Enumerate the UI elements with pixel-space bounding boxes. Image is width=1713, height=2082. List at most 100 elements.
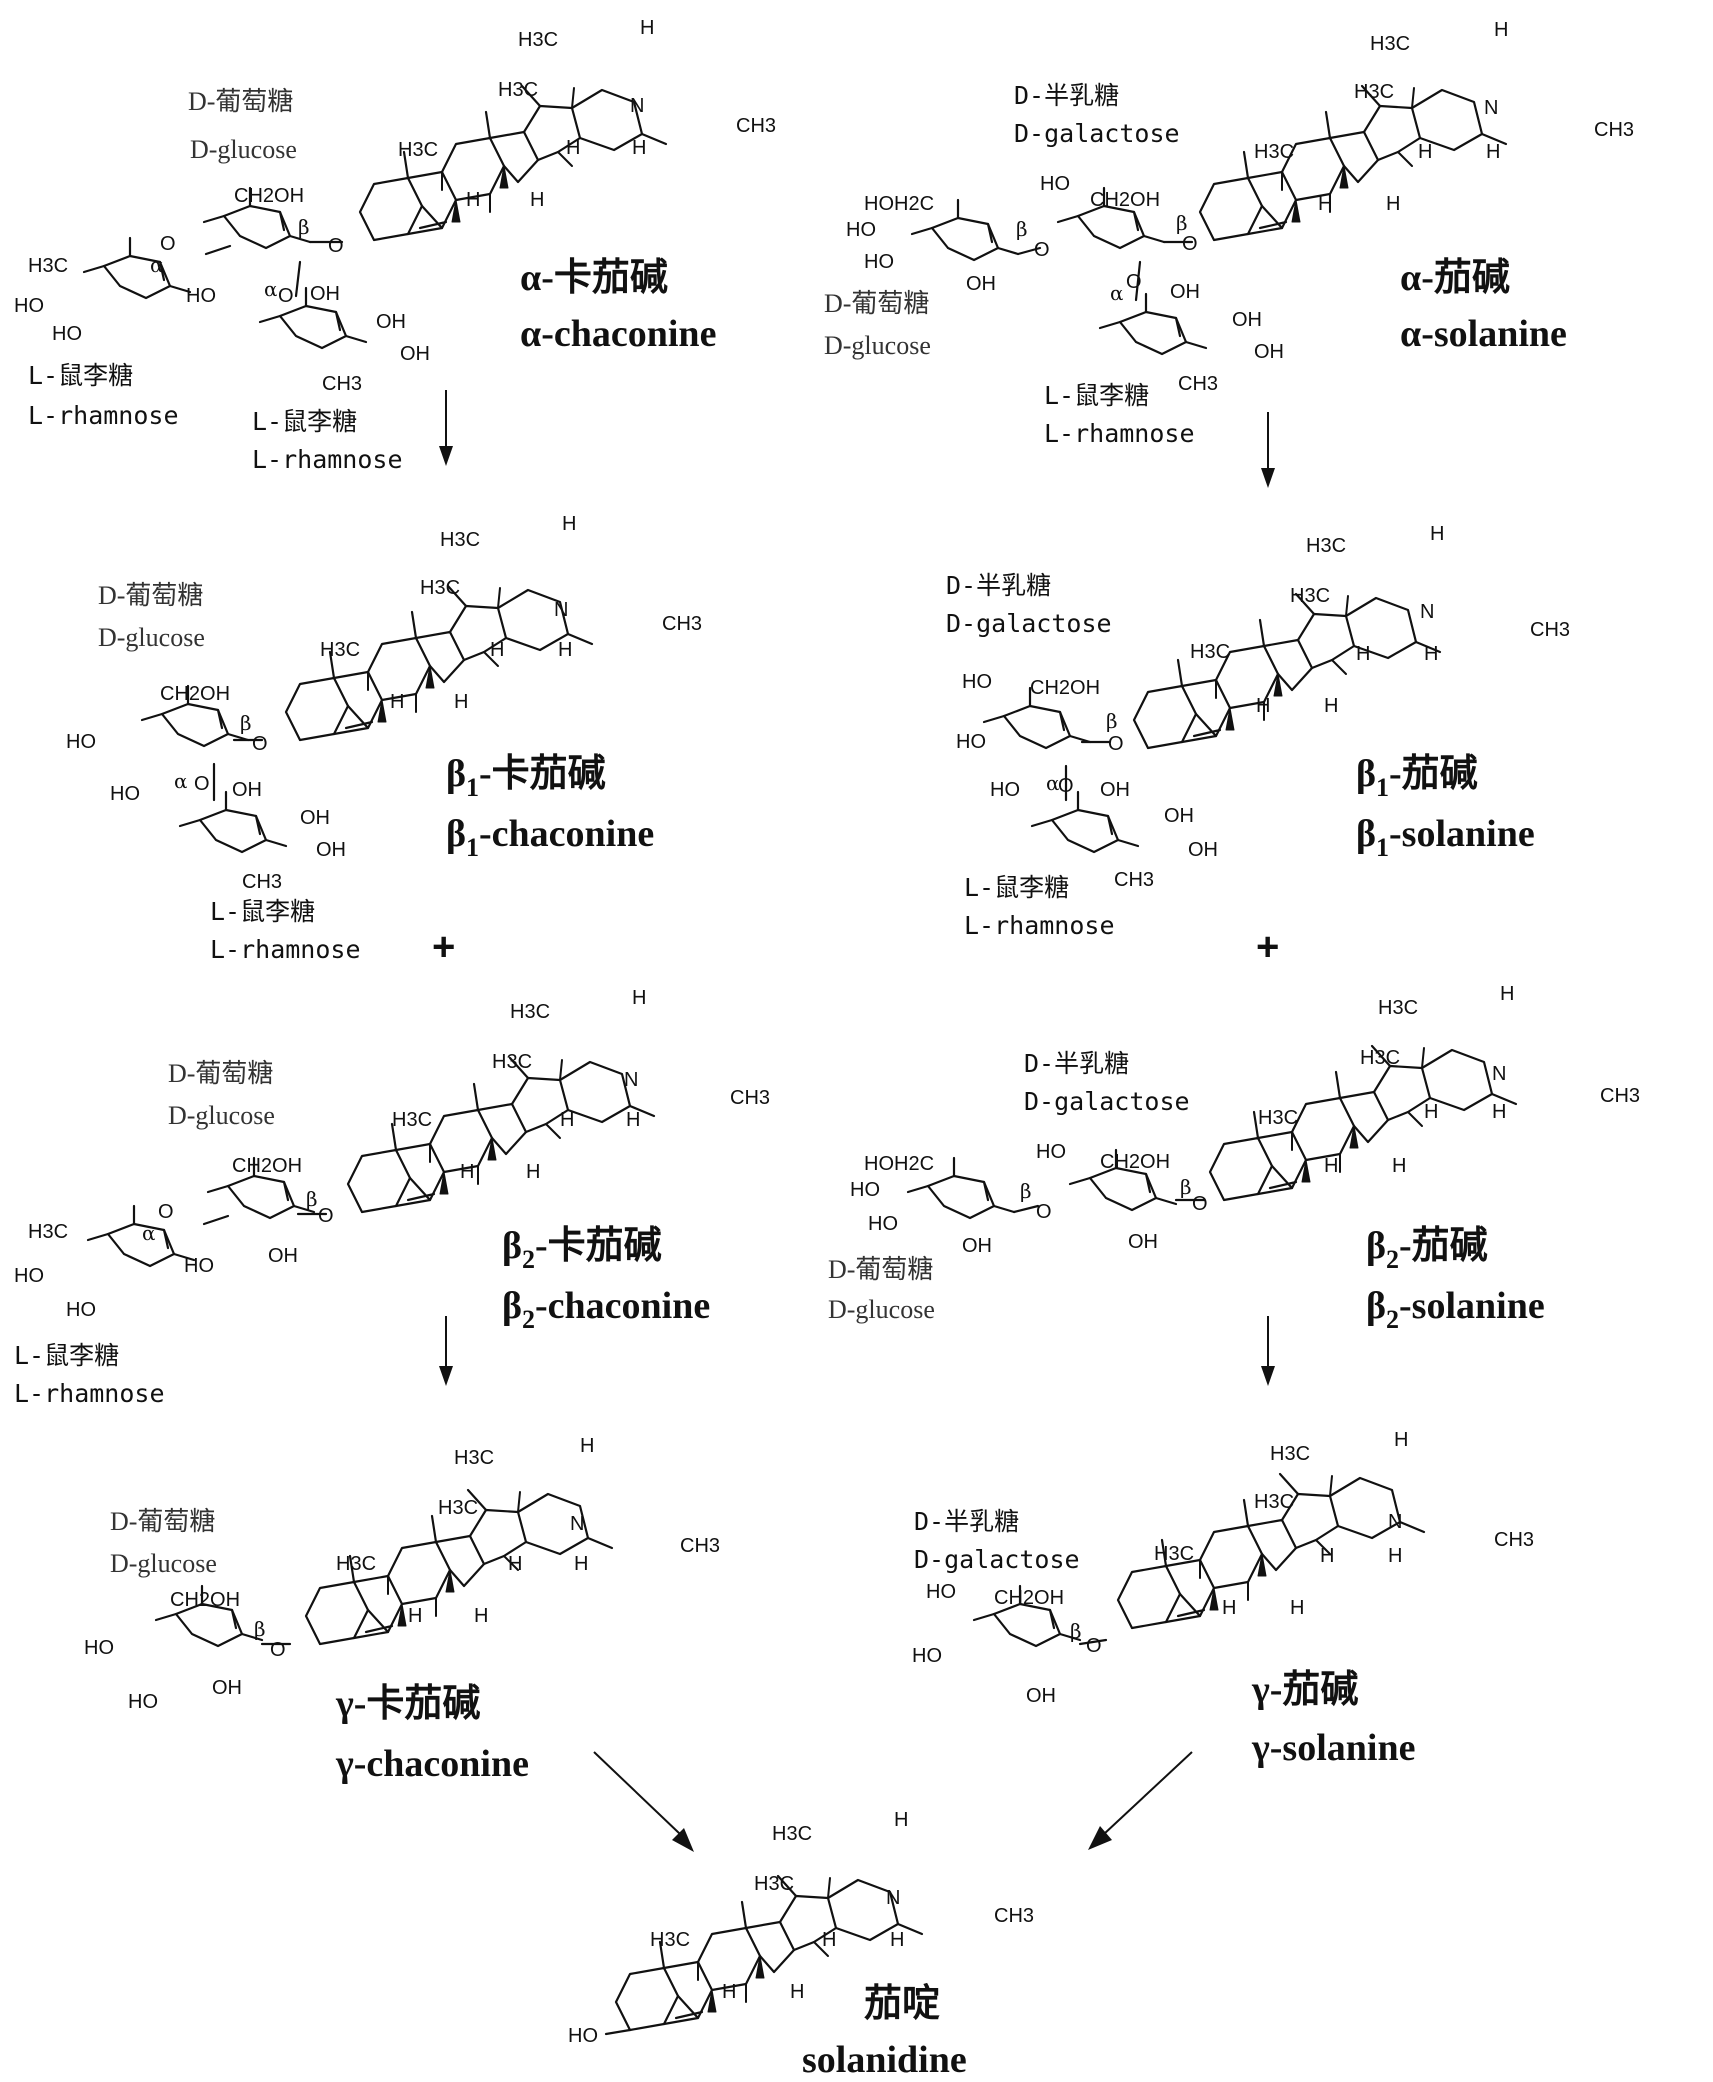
- bond-label: β: [254, 1617, 266, 1641]
- atom-label: H3C: [440, 529, 480, 551]
- atom-label: H3C: [1154, 1543, 1194, 1565]
- bond-label: α: [264, 277, 278, 301]
- atom-label: N: [1484, 97, 1498, 119]
- sugar-label: D-葡萄糖: [828, 1255, 933, 1284]
- atom-label: H: [790, 1981, 804, 2003]
- atom-label: CH2OH: [160, 683, 230, 705]
- atom-label: O: [318, 1205, 334, 1227]
- atom-label: H: [1290, 1597, 1304, 1619]
- sugar-label: D-glucose: [824, 331, 931, 360]
- sugar-label: L-鼠李糖: [252, 407, 357, 436]
- atom-label: H3C: [28, 1221, 68, 1243]
- atom-label: H: [1500, 983, 1514, 1005]
- atom-label: H3C: [420, 577, 460, 599]
- atom-label: O: [278, 285, 294, 307]
- atom-label: OH: [1100, 779, 1130, 801]
- atom-label: H: [640, 17, 654, 39]
- sugar-label: L-鼠李糖: [964, 873, 1069, 902]
- compound-name-zh: α-茄碱: [1400, 257, 1510, 299]
- compound-name-en: β2-chaconine: [502, 1285, 710, 1334]
- atom-label: O: [160, 233, 176, 255]
- atom-label: H: [1492, 1101, 1506, 1123]
- compound-name-en: β1-solanine: [1356, 813, 1535, 862]
- sugar-label: D-半乳糖: [946, 571, 1051, 600]
- atom-label: H3C: [1258, 1107, 1298, 1129]
- beta1-solanine-structure: H3C H H3C N CH3 H3C H H H H O HO CH2OH H…: [946, 523, 1570, 940]
- atom-label: O: [158, 1201, 174, 1223]
- atom-label: H: [508, 1553, 522, 1575]
- atom-label: H3C: [392, 1109, 432, 1131]
- atom-label: H3C: [1354, 81, 1394, 103]
- alpha-solanine-structure: H3C H H3C N CH3 H3C H H H H O HO CH2OH H…: [824, 19, 1634, 448]
- atom-label: H: [1392, 1155, 1406, 1177]
- atom-label: H: [632, 137, 646, 159]
- atom-label: OH: [1128, 1231, 1158, 1253]
- atom-label: H: [1494, 19, 1508, 41]
- atom-label: HO: [926, 1581, 956, 1603]
- atom-label: HO: [186, 285, 216, 307]
- bond-label: β: [1106, 709, 1118, 733]
- reaction-arrow: [1088, 1751, 1193, 1850]
- bond-label: β: [1016, 217, 1028, 241]
- atom-label: OH: [1026, 1685, 1056, 1707]
- atom-label: OH: [962, 1235, 992, 1257]
- atom-label: CH3: [736, 115, 776, 137]
- gamma-chaconine-structure: H3C H H3C N CH3 H3C H H H H O CH2OH HO H…: [84, 1435, 720, 1785]
- sugar-label: L-rhamnose: [964, 911, 1115, 940]
- reaction-arrow: [1261, 1316, 1275, 1386]
- sugar-label: D-glucose: [110, 1549, 217, 1578]
- atom-label: H3C: [650, 1929, 690, 1951]
- compound-name-en: γ-solanine: [1251, 1727, 1415, 1769]
- atom-label: HO: [1036, 1141, 1066, 1163]
- atom-label: OH: [212, 1677, 242, 1699]
- atom-label: CH3: [662, 613, 702, 635]
- atom-label: H: [1418, 141, 1432, 163]
- atom-label: CH2OH: [994, 1587, 1064, 1609]
- solanidine-structure: H3C H H3C N CH3 H3C H H H H HO 茄啶 solani…: [568, 1809, 1034, 2081]
- alpha-chaconine-structure: H3C H H3C N CH3 H3C H H H H O CH2OH O HO…: [14, 17, 776, 474]
- compound-name-zh: β1-卡茄碱: [446, 753, 606, 802]
- atom-label: HO: [66, 1299, 96, 1321]
- atom-label: H: [1324, 1155, 1338, 1177]
- sugar-label: L-rhamnose: [1044, 419, 1195, 448]
- atom-label: CH3: [1600, 1085, 1640, 1107]
- atom-label: N: [570, 1513, 584, 1535]
- atom-label: O: [1036, 1201, 1052, 1223]
- bond-label: β: [1070, 1619, 1082, 1643]
- atom-label: H: [722, 1981, 736, 2003]
- sugar-label: D-葡萄糖: [168, 1059, 273, 1088]
- atom-label: H3C: [754, 1873, 794, 1895]
- atom-label: H: [1388, 1545, 1402, 1567]
- atom-label: H: [1320, 1545, 1334, 1567]
- atom-label: H: [562, 513, 576, 535]
- reaction-arrow: [593, 1751, 694, 1852]
- atom-label: N: [554, 599, 568, 621]
- atom-label: OH: [316, 839, 346, 861]
- compound-name-zh: β2-卡茄碱: [502, 1225, 662, 1274]
- atom-label: HO: [14, 295, 44, 317]
- atom-label: HO: [110, 783, 140, 805]
- atom-label: N: [886, 1887, 900, 1909]
- atom-label: H: [1324, 695, 1338, 717]
- compound-name-zh: β2-茄碱: [1366, 1225, 1488, 1274]
- sugar-label: L-鼠李糖: [14, 1341, 119, 1370]
- compound-name-en: β2-solanine: [1366, 1285, 1545, 1334]
- atom-label: H: [1222, 1597, 1236, 1619]
- atom-label: N: [1388, 1511, 1402, 1533]
- bond-label: β: [306, 1187, 318, 1211]
- atom-label: H: [560, 1109, 574, 1131]
- atom-label: HO: [990, 779, 1020, 801]
- sugar-label: D-半乳糖: [914, 1507, 1019, 1536]
- atom-label: H3C: [1306, 535, 1346, 557]
- sugar-label: D-葡萄糖: [188, 87, 293, 116]
- atom-label: N: [1420, 601, 1434, 623]
- atom-label: HO: [14, 1265, 44, 1287]
- atom-label: H: [1394, 1429, 1408, 1451]
- bond-label: α: [1046, 771, 1060, 795]
- reaction-arrow: [439, 1316, 453, 1386]
- atom-label: H: [566, 137, 580, 159]
- atom-label: O: [1058, 775, 1074, 797]
- atom-label: H3C: [498, 79, 538, 101]
- atom-label: H3C: [518, 29, 558, 51]
